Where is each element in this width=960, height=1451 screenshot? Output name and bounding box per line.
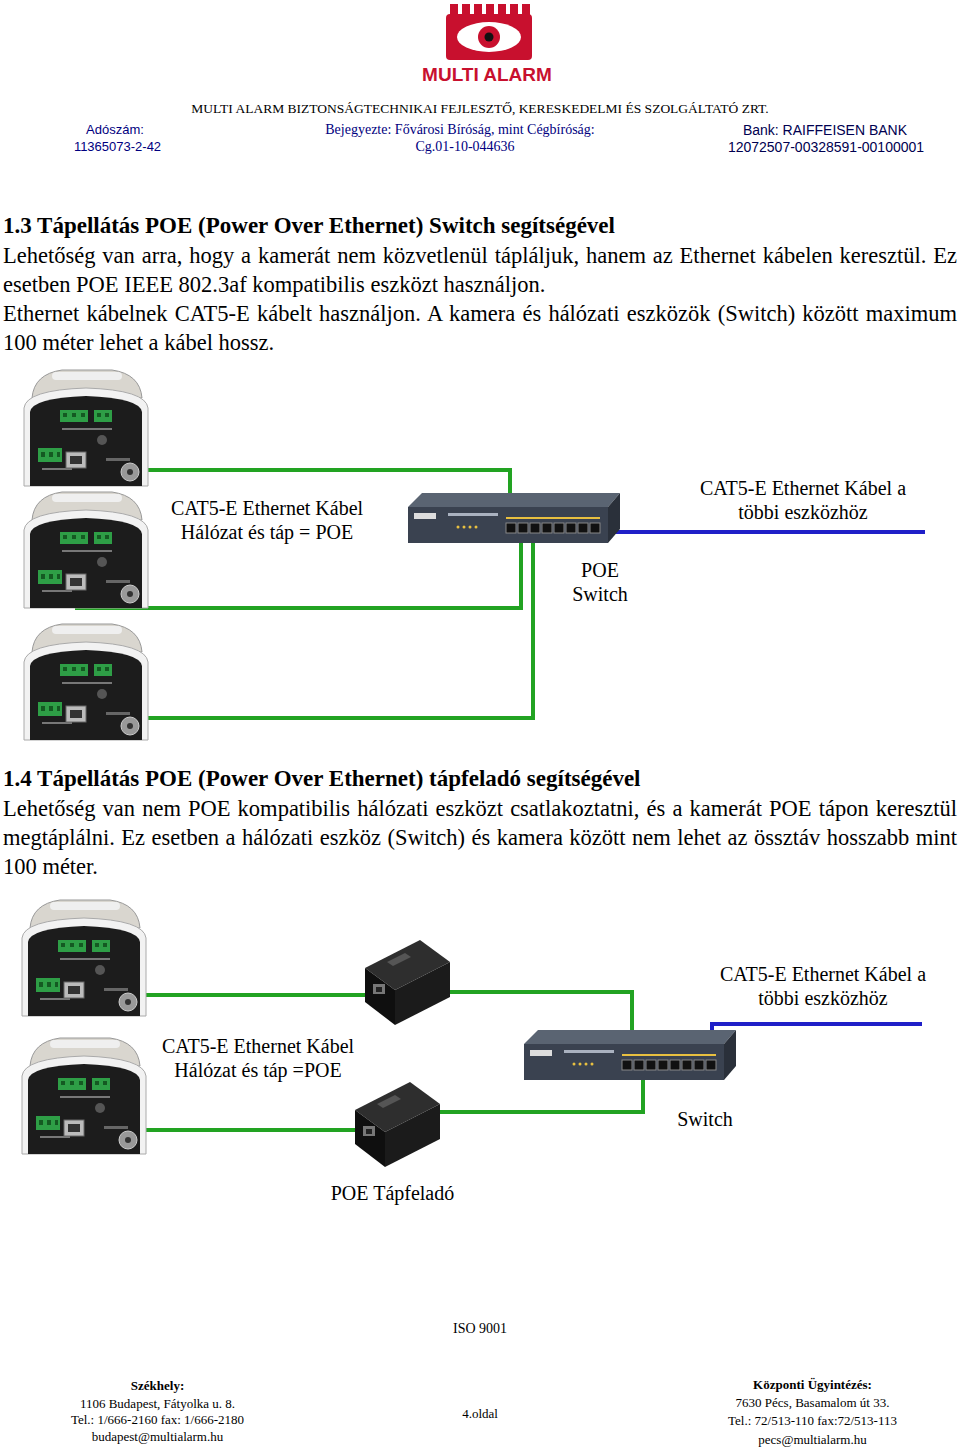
header-value: Cg.01-10-044636 (370, 138, 560, 155)
camera (24, 624, 148, 740)
device-label: POE Switch (555, 558, 645, 606)
camera (24, 492, 148, 608)
ethernet-wires (84, 992, 922, 1130)
company-name: MULTI ALARM BIZTONSÁGTECHNIKAI FEJLESZTŐ… (100, 100, 860, 117)
footer-text: 1106 Budapest, Fátyolka u. 8. (30, 1396, 285, 1412)
cable-label: CAT5-E Ethernet Kábel Hálózat és táp =PO… (147, 1034, 369, 1082)
device-label: POE Tápfeladó (300, 1181, 485, 1205)
header-field: Bank: RAIFFEISEN BANK (695, 122, 955, 139)
section-heading: 1.3 Tápellátás POE (Power Over Ethernet)… (3, 212, 957, 240)
footer-text: budapest@multialarm.hu (30, 1429, 285, 1445)
body-text: Lehetőség van nem POE kompatibilis hálóz… (3, 794, 957, 881)
ethernet-wires (70, 470, 925, 718)
logo-text: MULTI ALARM (387, 64, 587, 86)
body-text: Ethernet kábelnek CAT5-E kábelt használj… (3, 299, 957, 357)
poe-injector (365, 940, 450, 1025)
footer-heading: Központi Ügyintézés: (690, 1377, 935, 1393)
camera (22, 1038, 146, 1154)
footer-heading: Székhely: (40, 1378, 275, 1394)
certification: ISO 9001 (400, 1320, 560, 1337)
footer-text: pecs@multialarm.hu (680, 1432, 945, 1448)
poe-injector (355, 1082, 440, 1167)
header-value: 11365073-2-42 (45, 139, 190, 155)
footer-text: Tel.: 72/513-110 fax:72/513-113 (680, 1413, 945, 1429)
header-field: Bejegyezte: Fővárosi Bíróság, mint Cégbí… (270, 121, 650, 138)
cable-label: CAT5-E Ethernet Kábel Hálózat és táp = P… (156, 496, 378, 544)
company-logo (446, 4, 532, 60)
camera (24, 370, 148, 486)
poe-switch (408, 493, 620, 543)
camera (22, 900, 146, 1016)
device-label: Switch (660, 1107, 750, 1131)
page-number: 4.oldal (400, 1406, 560, 1422)
section-heading: 1.4 Tápellátás POE (Power Over Ethernet)… (3, 765, 957, 793)
footer-text: 7630 Pécs, Basamalom út 33. (680, 1395, 945, 1411)
header-field: Adószám: (55, 122, 175, 138)
header-value: 12072507-00328591-00100001 (695, 139, 957, 156)
footer-text: Tel.: 1/666-2160 fax: 1/666-2180 (30, 1412, 285, 1428)
network-switch (524, 1030, 736, 1080)
body-text: Lehetőség van arra, hogy a kamerát nem k… (3, 241, 957, 299)
cable-label: CAT5-E Ethernet Kábel a többi eszközhöz (712, 962, 934, 1010)
cable-label: CAT5-E Ethernet Kábel a többi eszközhöz (692, 476, 914, 524)
